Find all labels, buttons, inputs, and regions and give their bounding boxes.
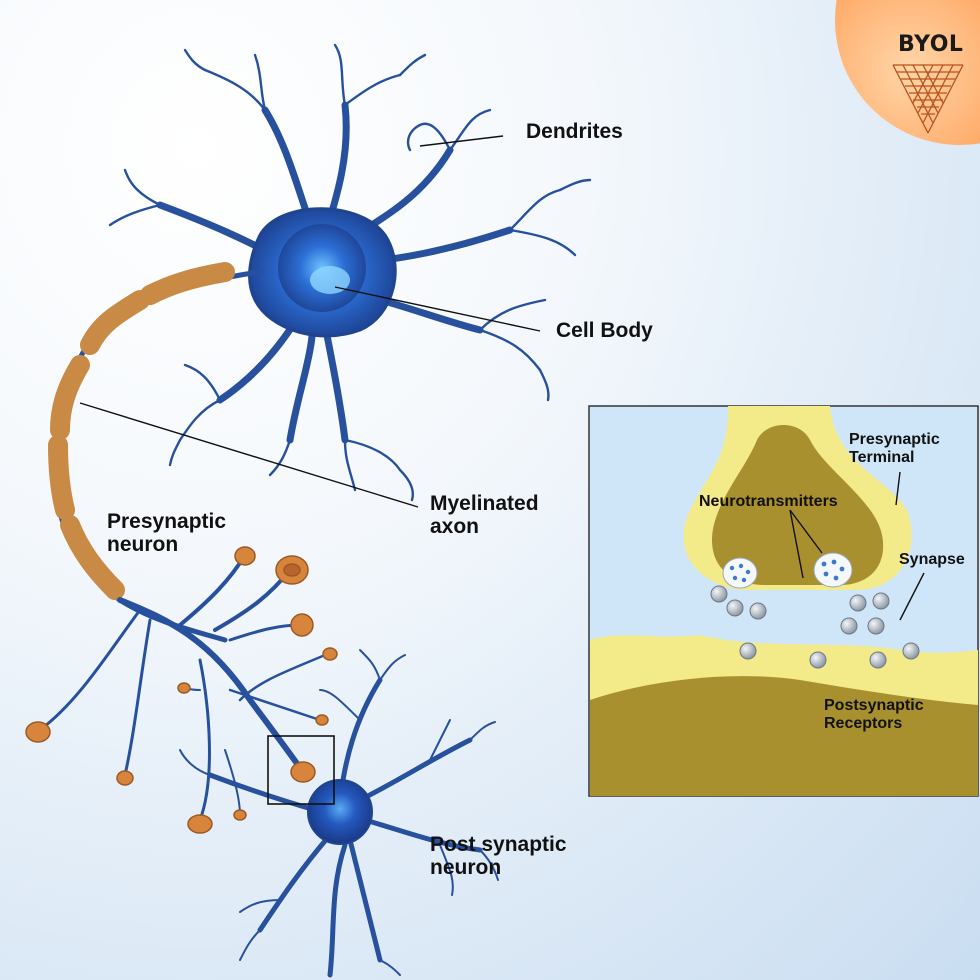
label-neurotransmitters: Neurotransmitters <box>699 493 838 510</box>
leader-lines <box>79 135 541 508</box>
label-dendrites: Dendrites <box>526 120 623 143</box>
label-post-synaptic-neuron: Post synaptic neuron <box>430 833 567 880</box>
label-myelinated-axon: Myelinated axon <box>430 492 539 539</box>
label-cell-body: Cell Body <box>556 319 653 342</box>
synaptic-boutons <box>25 546 338 834</box>
triangle-lattice-icon <box>892 64 964 134</box>
myelinated-axon <box>48 262 263 643</box>
logo-text: BYOL <box>898 32 964 57</box>
label-presynaptic-terminal: Presynaptic Terminal <box>849 431 940 466</box>
post-synaptic-neuron <box>179 649 499 978</box>
inset-locator-box <box>267 735 335 805</box>
label-presynaptic-neuron: Presynaptic neuron <box>107 510 227 557</box>
upper-neuron <box>108 43 592 502</box>
logo <box>835 0 980 145</box>
label-postsynaptic-receptors: Postsynaptic Receptors <box>824 697 924 732</box>
label-synapse: Synapse <box>899 551 965 568</box>
synapse-inset <box>588 405 979 797</box>
